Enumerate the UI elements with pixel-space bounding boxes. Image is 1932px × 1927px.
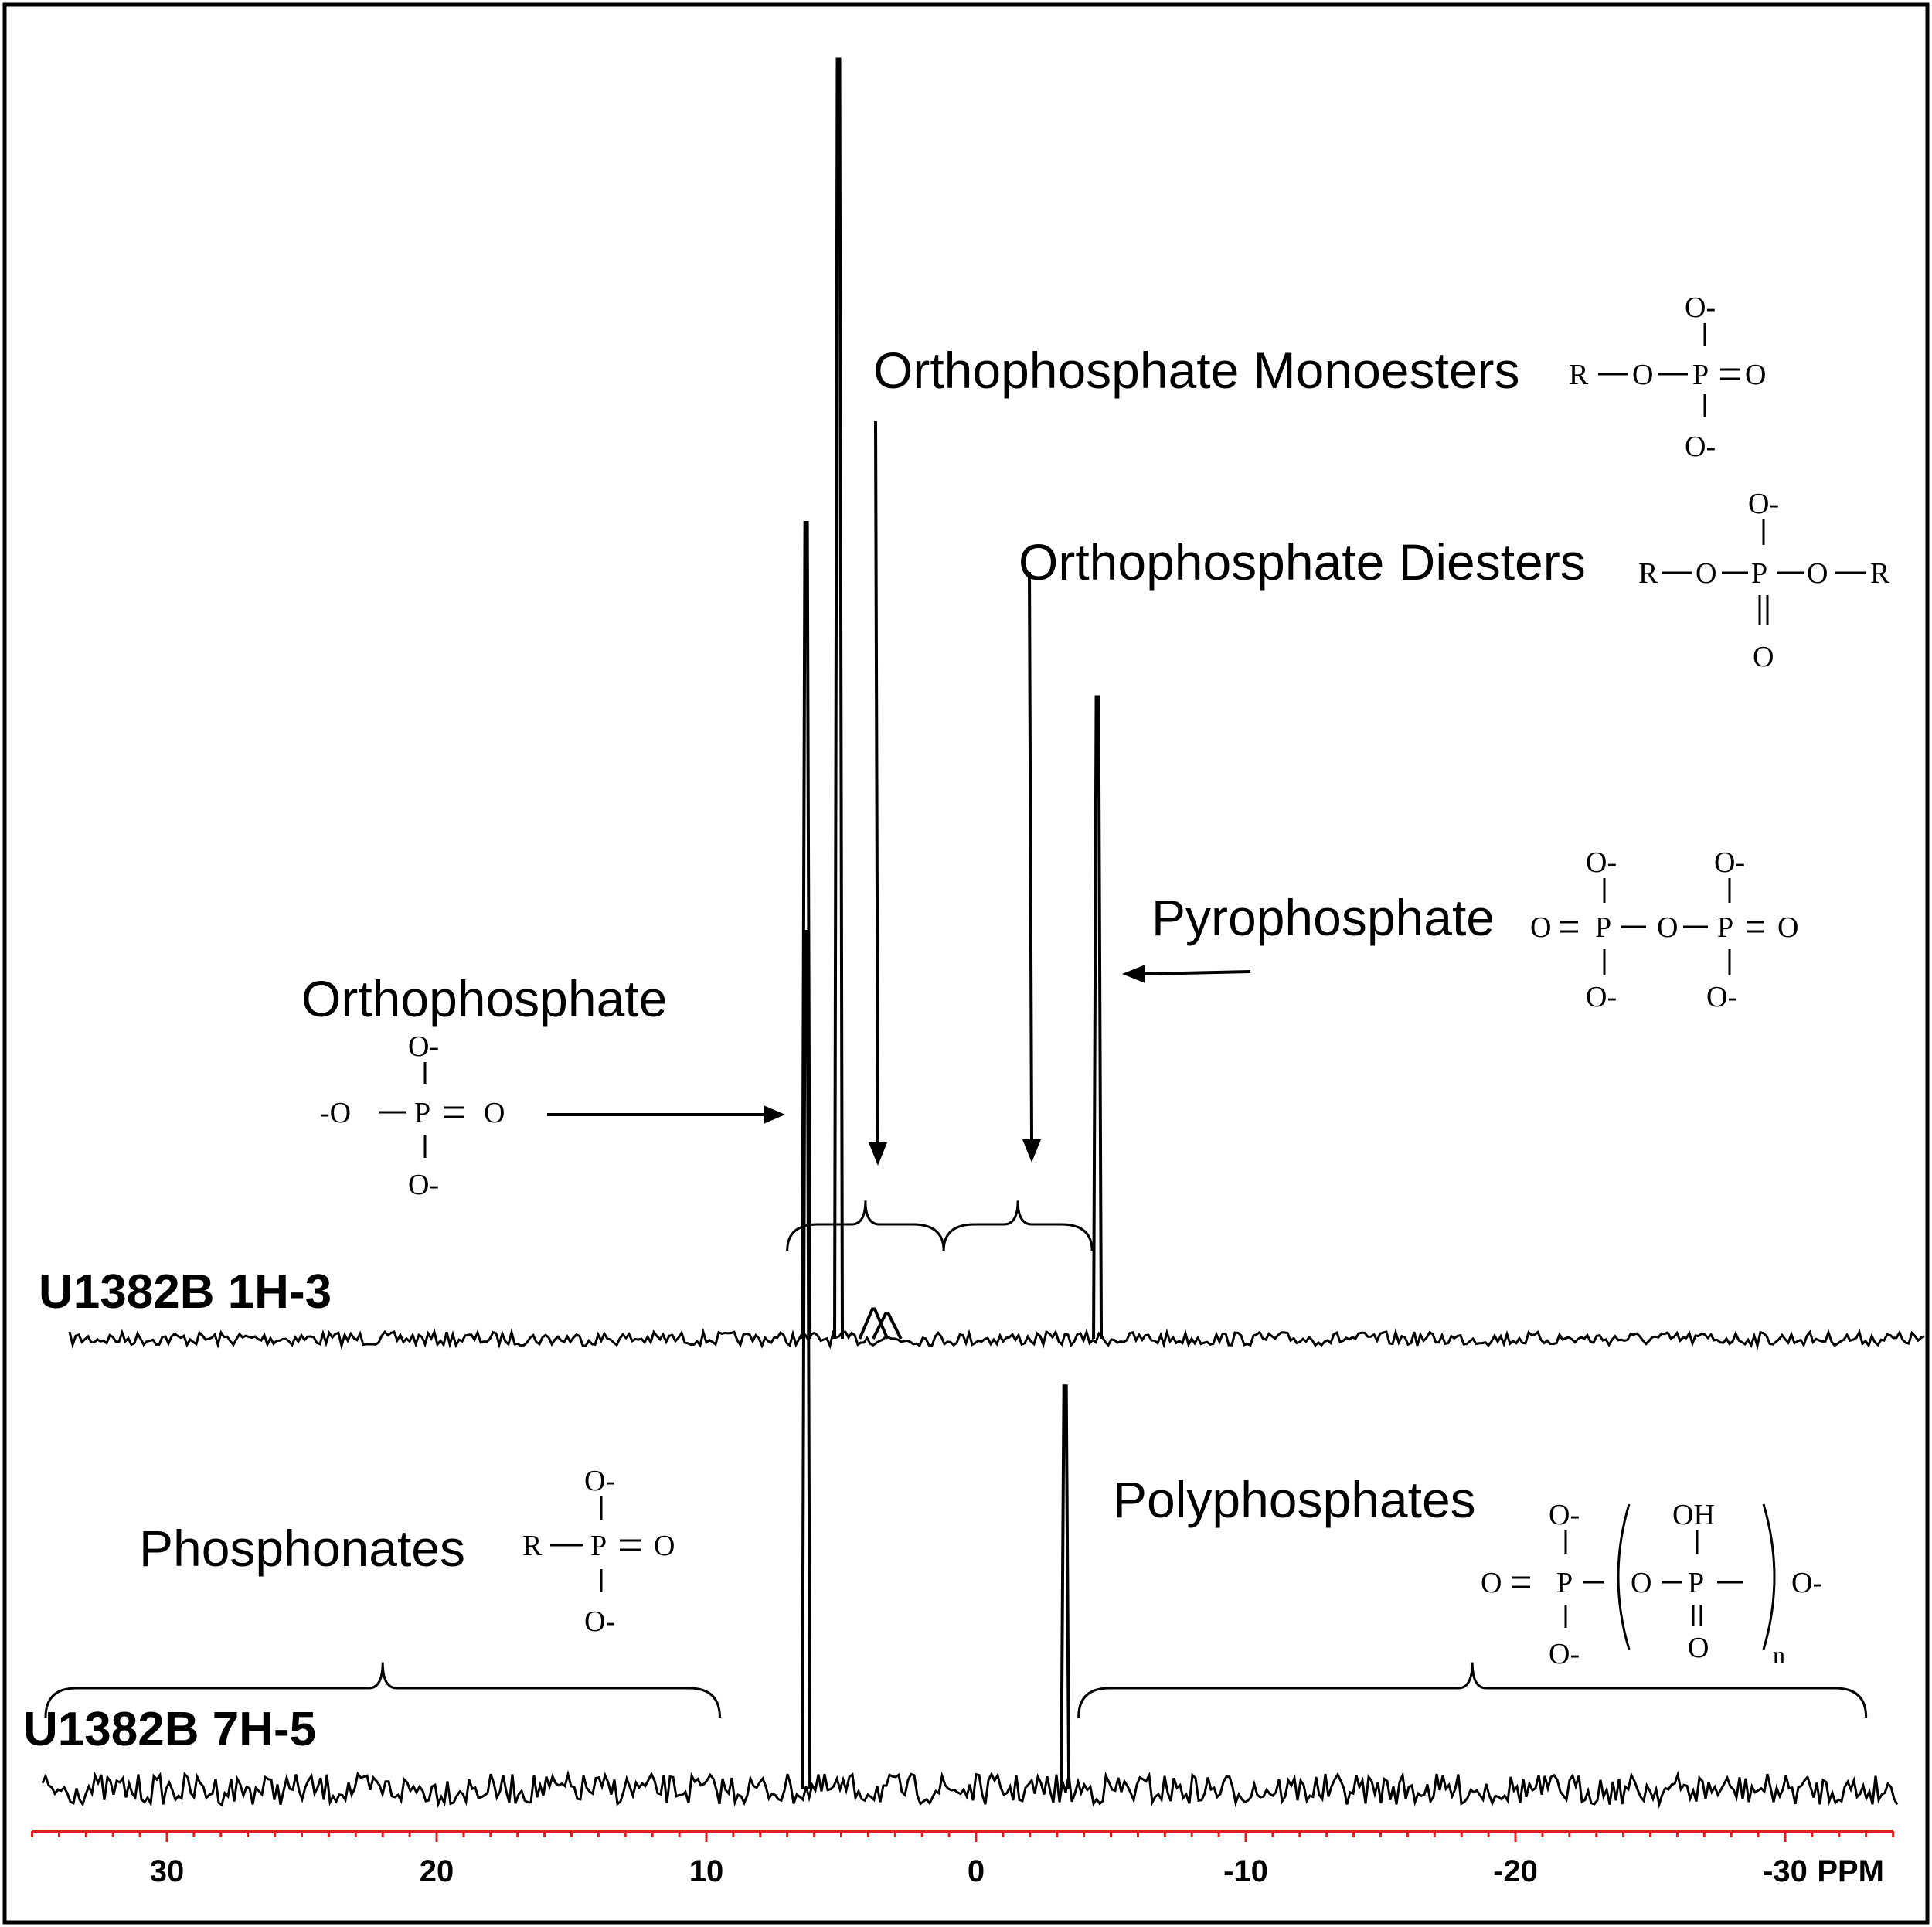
svg-text:P: P — [414, 1097, 430, 1129]
brace-phosphonates — [44, 1662, 721, 1718]
svg-text:O-: O- — [1586, 981, 1617, 1013]
svg-text:O-: O- — [1549, 1638, 1580, 1670]
svg-text:OH: OH — [1672, 1499, 1715, 1531]
svg-text:O: O — [1632, 359, 1653, 391]
monoester-structure-icon: O- R O P O O- — [1569, 291, 1766, 463]
svg-text:O: O — [1777, 911, 1798, 944]
label-monoesters: Orthophosphate Monoesters — [873, 342, 1520, 399]
svg-text:O-: O- — [1714, 846, 1745, 879]
label-pyrophosphate: Pyrophosphate — [1151, 889, 1495, 946]
spectrum-baseline-1 — [41, 1769, 1899, 1809]
svg-text:P: P — [1688, 1567, 1704, 1599]
peak-0-2 — [858, 1307, 889, 1340]
spectra-traces — [41, 57, 1925, 1809]
annotation-diesters: Orthophosphate Diesters O- R O P O R O — [1019, 488, 1890, 1163]
svg-text:O-: O- — [584, 1605, 615, 1638]
x-tick-label: -30 — [1763, 1854, 1808, 1888]
peak-0-1 — [833, 57, 845, 1340]
polyphosphate-structure-icon: O- OH O P O P O- O- O n — [1481, 1499, 1822, 1670]
label-diesters: Orthophosphate Diesters — [1019, 533, 1586, 591]
svg-text:P: P — [1717, 911, 1733, 944]
x-axis-label: PPM — [1817, 1854, 1884, 1888]
svg-text:O: O — [1657, 911, 1678, 944]
diester-structure-icon: O- R O P O R O — [1638, 488, 1890, 673]
annotation-pyrophosphate: Pyrophosphate O- O- O P O P O O- O- — [1122, 846, 1798, 1013]
x-tick-label: 0 — [968, 1854, 985, 1888]
svg-text:R: R — [1569, 359, 1589, 391]
svg-text:-O: -O — [320, 1097, 351, 1129]
peak-0-3 — [872, 1312, 903, 1340]
x-tick-label: 20 — [420, 1854, 454, 1888]
svg-text:O: O — [1481, 1567, 1502, 1599]
phosphonate-structure-icon: O- R P O O- — [522, 1465, 675, 1638]
brace-orthophosphate-monoesters — [786, 1200, 945, 1251]
svg-text:P: P — [1556, 1567, 1573, 1599]
x-tick-label: 10 — [689, 1854, 724, 1888]
label-orthophosphate: Orthophosphate — [301, 970, 667, 1027]
svg-text:O-: O- — [1791, 1567, 1822, 1599]
svg-text:O: O — [654, 1530, 675, 1562]
svg-text:O: O — [1631, 1567, 1651, 1599]
spectrum-baseline-0 — [68, 1327, 1925, 1350]
svg-text:O-: O- — [408, 1030, 439, 1063]
svg-text:O: O — [1696, 557, 1716, 590]
svg-text:R: R — [1870, 557, 1890, 590]
svg-text:P: P — [1692, 359, 1709, 391]
svg-text:O-: O- — [1685, 431, 1716, 463]
svg-text:O: O — [1688, 1632, 1709, 1664]
svg-text:O: O — [1753, 641, 1774, 673]
orthophosphate-structure-icon: O- -O P O O- — [320, 1030, 505, 1201]
region-braces — [44, 1200, 1868, 1718]
svg-text:O: O — [484, 1097, 505, 1129]
x-tick-label: -10 — [1223, 1854, 1268, 1888]
svg-text:P: P — [1751, 557, 1767, 590]
annotation-polyphosphates: Polyphosphates O- OH O P O P O- O- O n — [1113, 1471, 1822, 1670]
svg-text:O-: O- — [1586, 846, 1617, 879]
peak-1-1 — [1060, 1384, 1071, 1790]
brace-polyphosphates — [1077, 1662, 1868, 1718]
svg-text:O-: O- — [1685, 291, 1716, 324]
annotation-phosphonates: Phosphonates O- R P O O- — [139, 1465, 675, 1638]
svg-text:O-: O- — [1549, 1499, 1580, 1531]
pyrophosphate-structure-icon: O- O- O P O P O O- O- — [1530, 846, 1798, 1013]
label-phosphonates: Phosphonates — [139, 1520, 465, 1577]
x-tick-label: -20 — [1493, 1854, 1538, 1888]
svg-text:O: O — [1745, 359, 1766, 391]
annotation-monoesters: Orthophosphate Monoesters O- R O P O O- — [869, 291, 1766, 1166]
svg-text:O-: O- — [1706, 981, 1737, 1013]
svg-text:O-: O- — [584, 1465, 615, 1497]
svg-text:R: R — [522, 1530, 543, 1562]
trace-label-1h3: U1382B 1H-3 — [39, 1265, 332, 1319]
peak-1-0 — [801, 930, 812, 1790]
svg-text:R: R — [1638, 557, 1658, 590]
svg-text:P: P — [1595, 911, 1611, 944]
svg-text:O: O — [1530, 911, 1551, 944]
annotation-orthophosphate: Orthophosphate O- -O P O O- — [301, 970, 785, 1201]
svg-text:O-: O- — [1748, 488, 1779, 520]
svg-text:n: n — [1773, 1641, 1785, 1669]
trace-label-7h5: U1382B 7H-5 — [23, 1703, 316, 1756]
svg-text:P: P — [590, 1530, 607, 1562]
label-polyphosphates: Polyphosphates — [1113, 1471, 1476, 1528]
svg-text:O: O — [1807, 557, 1828, 590]
brace-orthophosphate-diesters — [942, 1200, 1094, 1251]
x-tick-label: 30 — [150, 1854, 185, 1888]
x-axis: 30 20 10 0 -10 -20 -30 PPM — [31, 1830, 1895, 1888]
svg-text:O-: O- — [408, 1169, 439, 1201]
peak-0-4 — [1092, 695, 1104, 1340]
